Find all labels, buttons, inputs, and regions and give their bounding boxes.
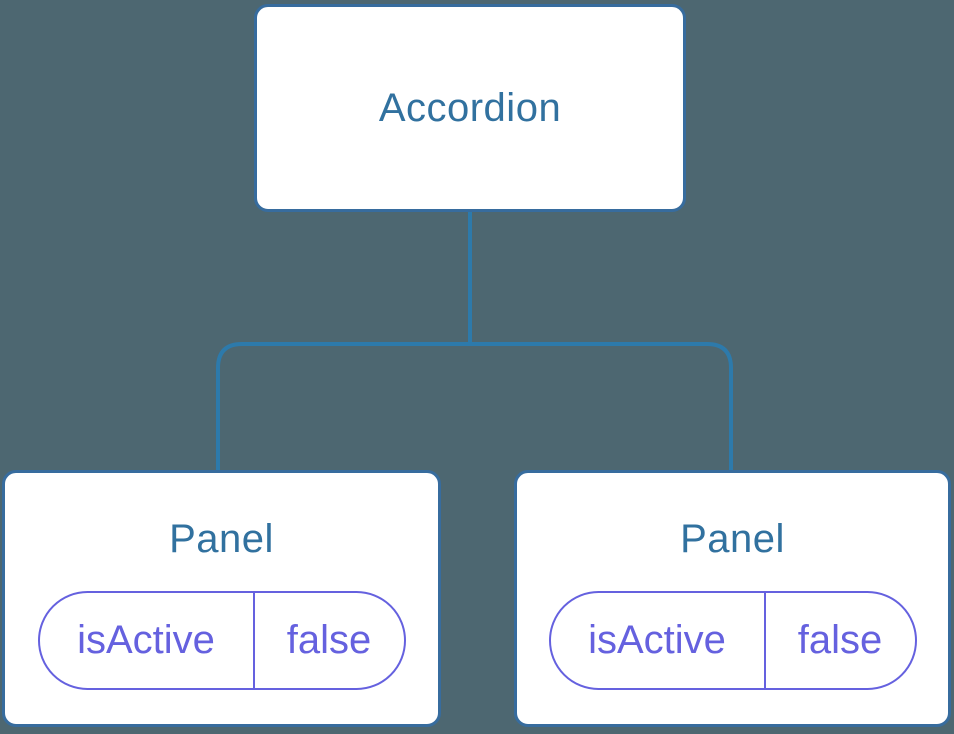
node-accordion: Accordion (254, 4, 686, 212)
state-pill-left: isActive false (37, 591, 406, 690)
node-accordion-label: Accordion (378, 85, 562, 130)
state-pill-right: isActive false (548, 591, 917, 690)
node-panel-right-label: Panel (680, 517, 785, 561)
state-key: isActive (40, 593, 255, 688)
state-key: isActive (551, 593, 766, 688)
node-panel-left: Panel isActive false (2, 470, 441, 727)
node-panel-right: Panel isActive false (514, 470, 951, 727)
node-panel-left-label: Panel (169, 517, 274, 561)
state-value: false (286, 618, 372, 662)
branch-line (216, 342, 733, 471)
state-value: false (797, 618, 883, 662)
